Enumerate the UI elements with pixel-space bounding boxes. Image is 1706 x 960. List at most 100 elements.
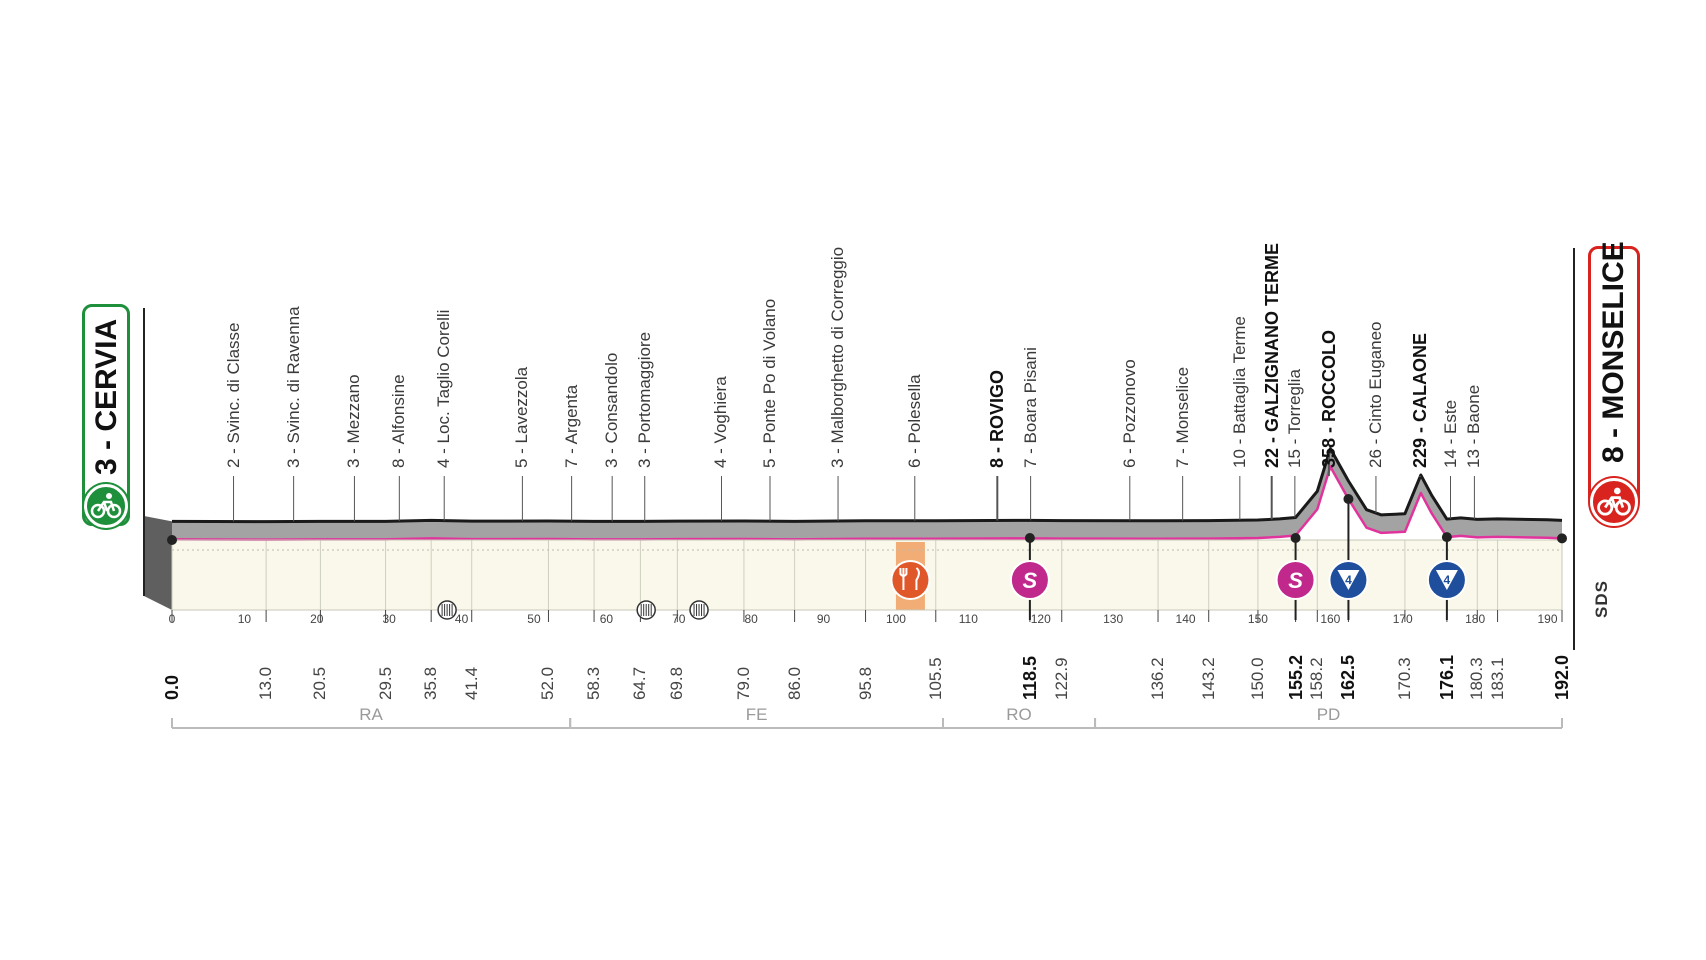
province-label: RO: [1000, 705, 1038, 725]
km-marker-label: 143.2: [1198, 657, 1218, 700]
kom-badge-triangle: [1435, 570, 1458, 590]
km-marker-label: 183.1: [1487, 657, 1507, 700]
km-marker-label: 155.2: [1285, 654, 1306, 700]
km-marker-label: 162.5: [1338, 654, 1359, 700]
kom-point: [1343, 494, 1354, 504]
road-line: [171, 465, 1563, 541]
km-marker-label: 35.8: [421, 666, 441, 700]
waypoint-label: 3 - Mezzano: [344, 374, 364, 468]
kom-badge-triangle: [1337, 570, 1360, 590]
feed-zone-icon: [890, 560, 931, 600]
sds-brand: SDS: [1592, 580, 1611, 618]
km-marker-label: 180.3: [1467, 657, 1487, 700]
waypoint-label: 358 - ROCCOLO: [1318, 329, 1339, 468]
waypoint-label: 2 - Svinc. di Classe: [223, 322, 243, 469]
axis-tick-label: 190: [1537, 612, 1558, 626]
waypoint-label: 7 - Monselice: [1172, 366, 1192, 468]
waypoint-label: 5 - Lavezzola: [512, 366, 532, 468]
finish-cyclist-icon: [1590, 478, 1638, 526]
waypoint-label: 26 - Cinto Euganeo: [1365, 321, 1385, 469]
km-marker-label: 58.3: [584, 666, 604, 700]
axis-tick-label: 40: [454, 612, 469, 626]
finish-label: 8 - MONSELICE: [1597, 241, 1630, 463]
waypoint-label: 5 - Ponte Po di Volano: [759, 298, 779, 468]
kom-badge-label: 4: [1345, 573, 1352, 587]
km-marker-label: 69.8: [667, 666, 687, 700]
waypoint-label: 6 - Pozzonovo: [1119, 359, 1139, 468]
axis-tick-label: 130: [1103, 612, 1124, 626]
km-marker-label: 20.5: [310, 666, 330, 700]
km-marker-label: 105.5: [925, 657, 945, 700]
km-marker-label: 86.0: [784, 666, 804, 700]
axis-tick-label: 160: [1320, 612, 1341, 626]
km-marker-label: 118.5: [1019, 655, 1040, 700]
km-marker-label: 0.0: [162, 674, 182, 700]
km-marker-label: 122.9: [1051, 657, 1071, 700]
profile-side-face: [144, 516, 172, 610]
km-marker-label: 64.7: [630, 666, 650, 700]
waypoint-label: 3 - Portomaggiore: [634, 331, 654, 468]
axis-tick-label: 110: [958, 612, 978, 626]
waypoint-label: 3 - Svinc. di Ravenna: [283, 306, 303, 468]
waypoint-label: 3 - Malborghetto di Correggio: [828, 246, 848, 468]
waypoint-label: 22 - GALZIGNANO TERME: [1261, 242, 1282, 468]
profile-area: [172, 448, 1562, 540]
axis-tick-label: 20: [310, 612, 324, 626]
km-marker-label: 95.8: [855, 666, 875, 700]
sprint-point: [1024, 533, 1035, 543]
km-marker-label: 52.0: [538, 666, 558, 700]
sprint-badge: [1275, 560, 1316, 600]
axis-tick-label: 120: [1030, 612, 1051, 626]
waypoint-label: 7 - Boara Pisani: [1020, 347, 1040, 468]
waypoint-label: 10 - Battaglia Terme: [1229, 316, 1249, 468]
axis-tick-label: 0: [168, 612, 176, 626]
start-point: [167, 535, 177, 545]
km-marker-label: 41.4: [461, 666, 481, 700]
axis-tick-label: 50: [527, 612, 541, 626]
waypoint-label: 6 - Polesella: [904, 374, 924, 468]
plain-border: [171, 539, 1563, 611]
waypoint-label: 13 - Baone: [1464, 384, 1484, 468]
kom-badge-label: 4: [1444, 573, 1451, 587]
start-label: 3 - CERVIA: [90, 318, 123, 475]
province-label: RA: [353, 705, 389, 725]
km-marker-label: 13.0: [256, 666, 276, 700]
sprint-badge-label: S: [1288, 568, 1303, 593]
axis-tick-label: 180: [1465, 612, 1486, 626]
axis-tick-label: 90: [816, 612, 831, 626]
km-marker-label: 136.2: [1148, 657, 1168, 700]
waypoint-label: 3 - Consandolo: [602, 352, 622, 468]
axis-tick-label: 170: [1392, 612, 1413, 626]
sprint-point: [1290, 533, 1301, 543]
waypoint-label: 14 - Este: [1440, 399, 1460, 468]
axis-tick-label: 150: [1247, 612, 1268, 626]
finish-badge: 8 - MONSELICE: [1588, 241, 1640, 508]
axis-tick-label: 30: [382, 612, 396, 626]
axis-tick-label: 10: [237, 612, 252, 626]
waypoint-label: 4 - Loc. Taglio Corelli: [434, 309, 454, 468]
province-label: FE: [739, 705, 774, 725]
finish-point: [1557, 533, 1567, 544]
waypoint-label: 15 - Torreglia: [1284, 369, 1304, 468]
waypoint-label: 7 - Argenta: [561, 384, 581, 468]
waypoint-label: 4 - Voghiera: [711, 376, 731, 468]
sprint-badge: [1009, 560, 1050, 600]
sprint-badge-label: S: [1023, 568, 1038, 593]
waypoint-label: 229 - CALAONE: [1410, 332, 1431, 468]
km-marker-label: 79.0: [733, 666, 753, 700]
axis-tick-label: 70: [672, 612, 686, 626]
km-marker-label: 150.0: [1247, 657, 1267, 700]
axis-tick-label: 100: [885, 612, 906, 626]
feed-zone-icon-glyph: [899, 567, 920, 590]
profile-outline: [171, 447, 1563, 524]
axis-tick-label: 60: [599, 612, 614, 626]
axis-tick-label: 80: [744, 612, 758, 626]
province-label: PD: [1310, 705, 1347, 725]
kom-point: [1441, 532, 1452, 543]
start-cyclist-icon: [84, 484, 128, 528]
waypoint-label: 8 - ROVIGO: [987, 369, 1008, 468]
km-marker-label: 176.1: [1436, 654, 1457, 700]
axis-tick-label: 140: [1175, 612, 1196, 626]
